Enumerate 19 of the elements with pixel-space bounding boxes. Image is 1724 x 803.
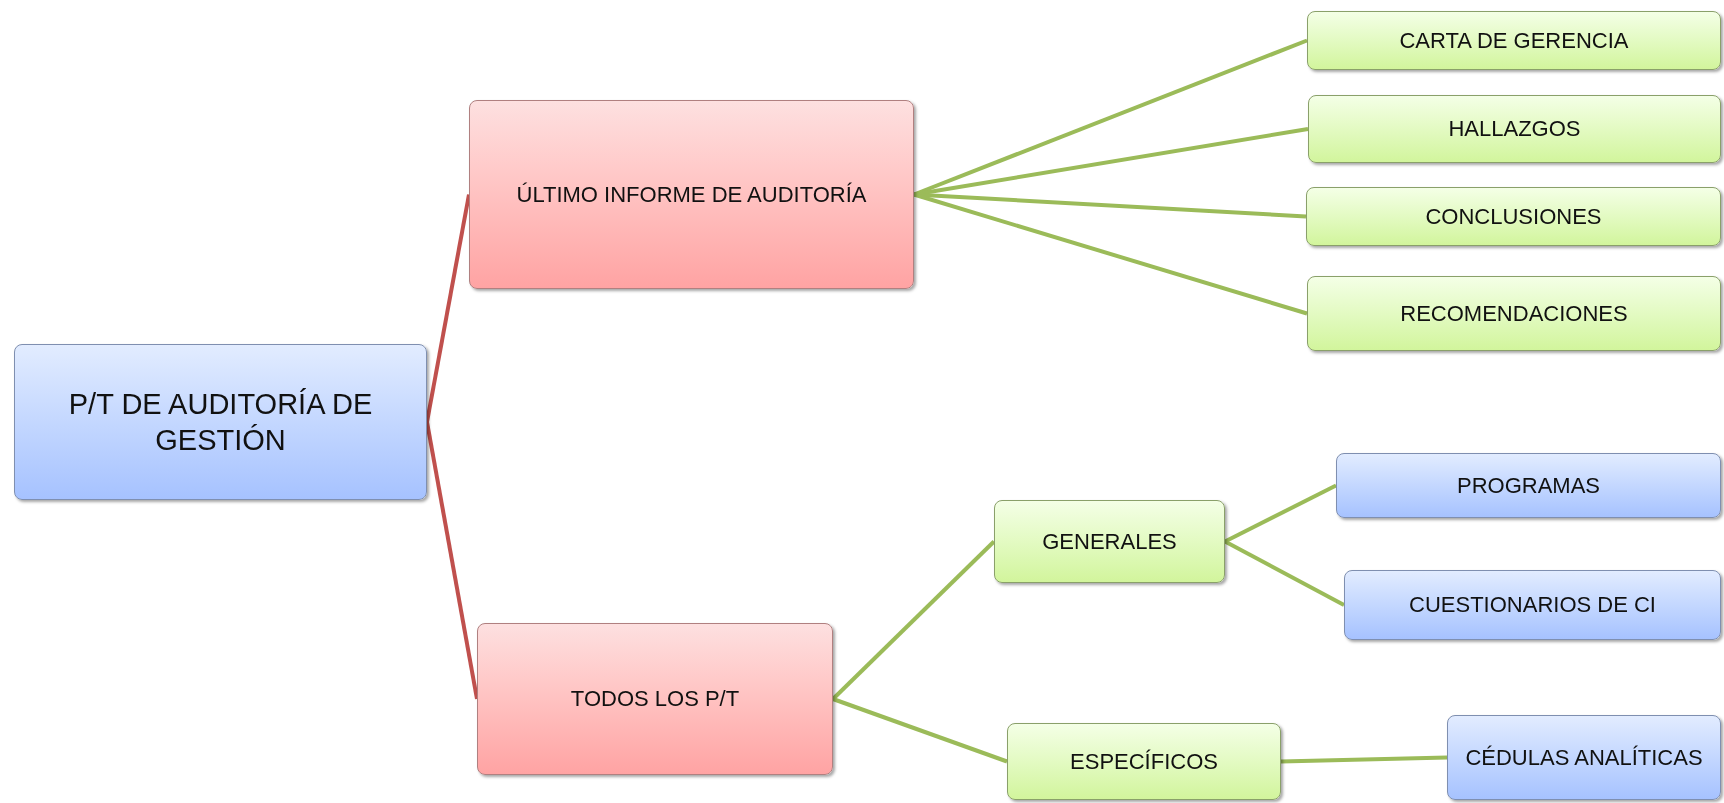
- topic-box: ÚLTIMO INFORME DE AUDITORÍA: [469, 100, 914, 289]
- topic-box: CÉDULAS ANALÍTICAS: [1447, 715, 1721, 800]
- connector-line: [1224, 483, 1337, 544]
- topic-box: RECOMENDACIONES: [1307, 276, 1721, 351]
- connector-line: [831, 540, 996, 701]
- topic-box: CONCLUSIONES: [1306, 187, 1721, 246]
- topic-box: P/T DE AUDITORÍA DE GESTIÓN: [14, 344, 427, 500]
- connector-line: [425, 194, 471, 423]
- topic-box: GENERALES: [994, 500, 1225, 583]
- connector-line: [832, 697, 1008, 764]
- connector-line: [425, 421, 479, 700]
- topic-box: TODOS LOS P/T: [477, 623, 833, 775]
- topic-box: ESPECÍFICOS: [1007, 723, 1281, 800]
- connector-line: [1224, 539, 1345, 607]
- topic-box: HALLAZGOS: [1308, 95, 1721, 163]
- connector-line: [1280, 755, 1448, 764]
- topic-box: CUESTIONARIOS DE CI: [1344, 570, 1721, 640]
- topic-box: CARTA DE GERENCIA: [1307, 11, 1721, 70]
- topic-box: PROGRAMAS: [1336, 453, 1721, 518]
